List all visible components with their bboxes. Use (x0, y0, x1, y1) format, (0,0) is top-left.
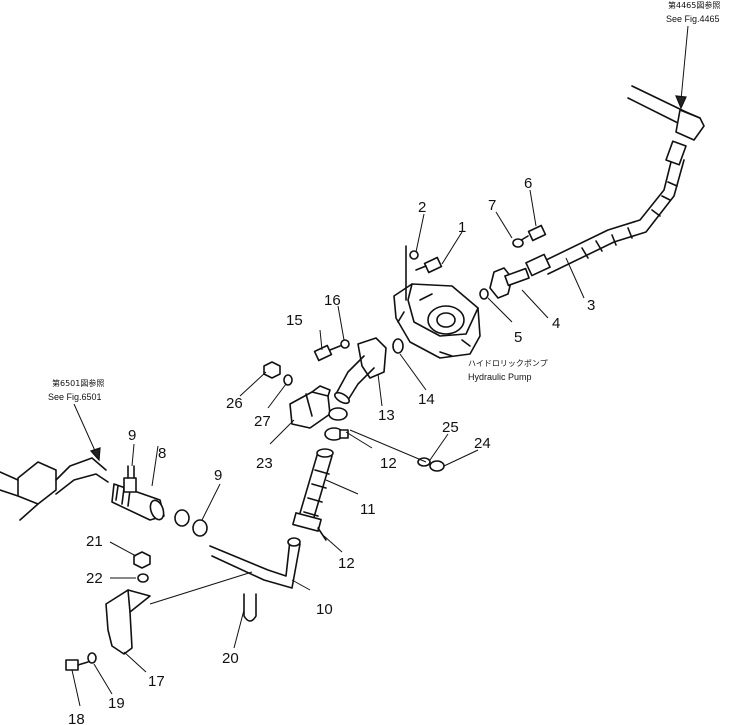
bolt-part-15 (313, 344, 341, 362)
callout-12-lower: 12 (338, 555, 355, 572)
upstream-pipe-top-right (627, 85, 705, 141)
callout-20: 20 (222, 650, 239, 667)
washer-part-16 (340, 339, 350, 349)
hose-clamps-part-9-lower (174, 509, 208, 537)
callout-19: 19 (108, 695, 125, 712)
elbow-pipe-part-13 (333, 337, 387, 405)
callout-2: 2 (418, 199, 426, 216)
hose-part-3 (525, 140, 687, 277)
bolt-part-1 (415, 256, 443, 274)
callout-13: 13 (378, 407, 395, 424)
ref-left-en: See Fig.6501 (48, 392, 102, 402)
callout-18: 18 (68, 711, 85, 725)
callout-9-lower: 9 (214, 467, 222, 484)
callout-11: 11 (360, 501, 376, 518)
washer-part-7 (512, 238, 524, 248)
callout-1: 1 (458, 219, 466, 236)
ref-left-jp: 第6501図参照 (52, 378, 104, 388)
callout-10: 10 (316, 601, 333, 618)
washer-part-27 (283, 374, 293, 386)
hose-part-8 (111, 483, 165, 521)
washer-part-19 (87, 652, 97, 664)
bolt-part-18 (65, 659, 89, 671)
pump-label-jp: ハイドロリックポンプ (468, 359, 548, 368)
callout-24: 24 (474, 435, 491, 452)
washer-part-2 (409, 250, 419, 260)
callout-17: 17 (148, 673, 165, 690)
flange-part-4 (489, 267, 530, 299)
callout-16: 16 (324, 292, 341, 309)
u-bolt-part-20 (243, 593, 257, 622)
o-ring-part-14 (392, 338, 404, 354)
nut-part-26 (263, 361, 281, 379)
clamp-block-part-23 (289, 385, 331, 429)
hose-clamp-part-12-upper (324, 407, 349, 441)
callout-3: 3 (587, 297, 595, 314)
callout-21: 21 (86, 533, 103, 550)
callout-6: 6 (524, 175, 532, 192)
pipe-part-10 (209, 537, 301, 589)
callout-5: 5 (514, 329, 522, 346)
nut-part-21 (133, 551, 151, 569)
callout-22: 22 (86, 570, 103, 587)
callout-7: 7 (488, 197, 496, 214)
callout-12-upper: 12 (380, 455, 397, 472)
callout-4: 4 (552, 315, 560, 332)
callout-23: 23 (256, 455, 273, 472)
guide-line-clamp (349, 429, 427, 463)
o-ring-part-5 (479, 288, 489, 300)
upstream-pipe-left (0, 457, 109, 521)
ref-arrow-top-right (675, 25, 689, 110)
leader-lines (71, 189, 585, 707)
callout-26: 26 (226, 395, 243, 412)
hydraulic-pump (393, 245, 481, 359)
bracket-part-17 (105, 571, 253, 655)
callout-15: 15 (286, 312, 303, 329)
bolt-part-6 (517, 224, 547, 243)
callout-8: 8 (158, 445, 166, 462)
callout-14: 14 (418, 391, 435, 408)
hose-clamp-part-12-lower (292, 512, 327, 541)
washer-part-22 (137, 573, 149, 583)
clamp-part-24 (429, 460, 445, 472)
callout-9-upper: 9 (128, 427, 136, 444)
hose-clamps-part-9-upper (123, 465, 137, 493)
callout-27: 27 (254, 413, 271, 430)
ref-arrow-left (73, 403, 101, 462)
pump-label-en: Hydraulic Pump (468, 372, 532, 382)
ref-top-right-en: See Fig.4465 (666, 14, 720, 24)
callout-25: 25 (442, 419, 459, 436)
hose-part-11 (297, 448, 334, 525)
ref-top-right-jp: 第4465図参照 (668, 0, 720, 10)
